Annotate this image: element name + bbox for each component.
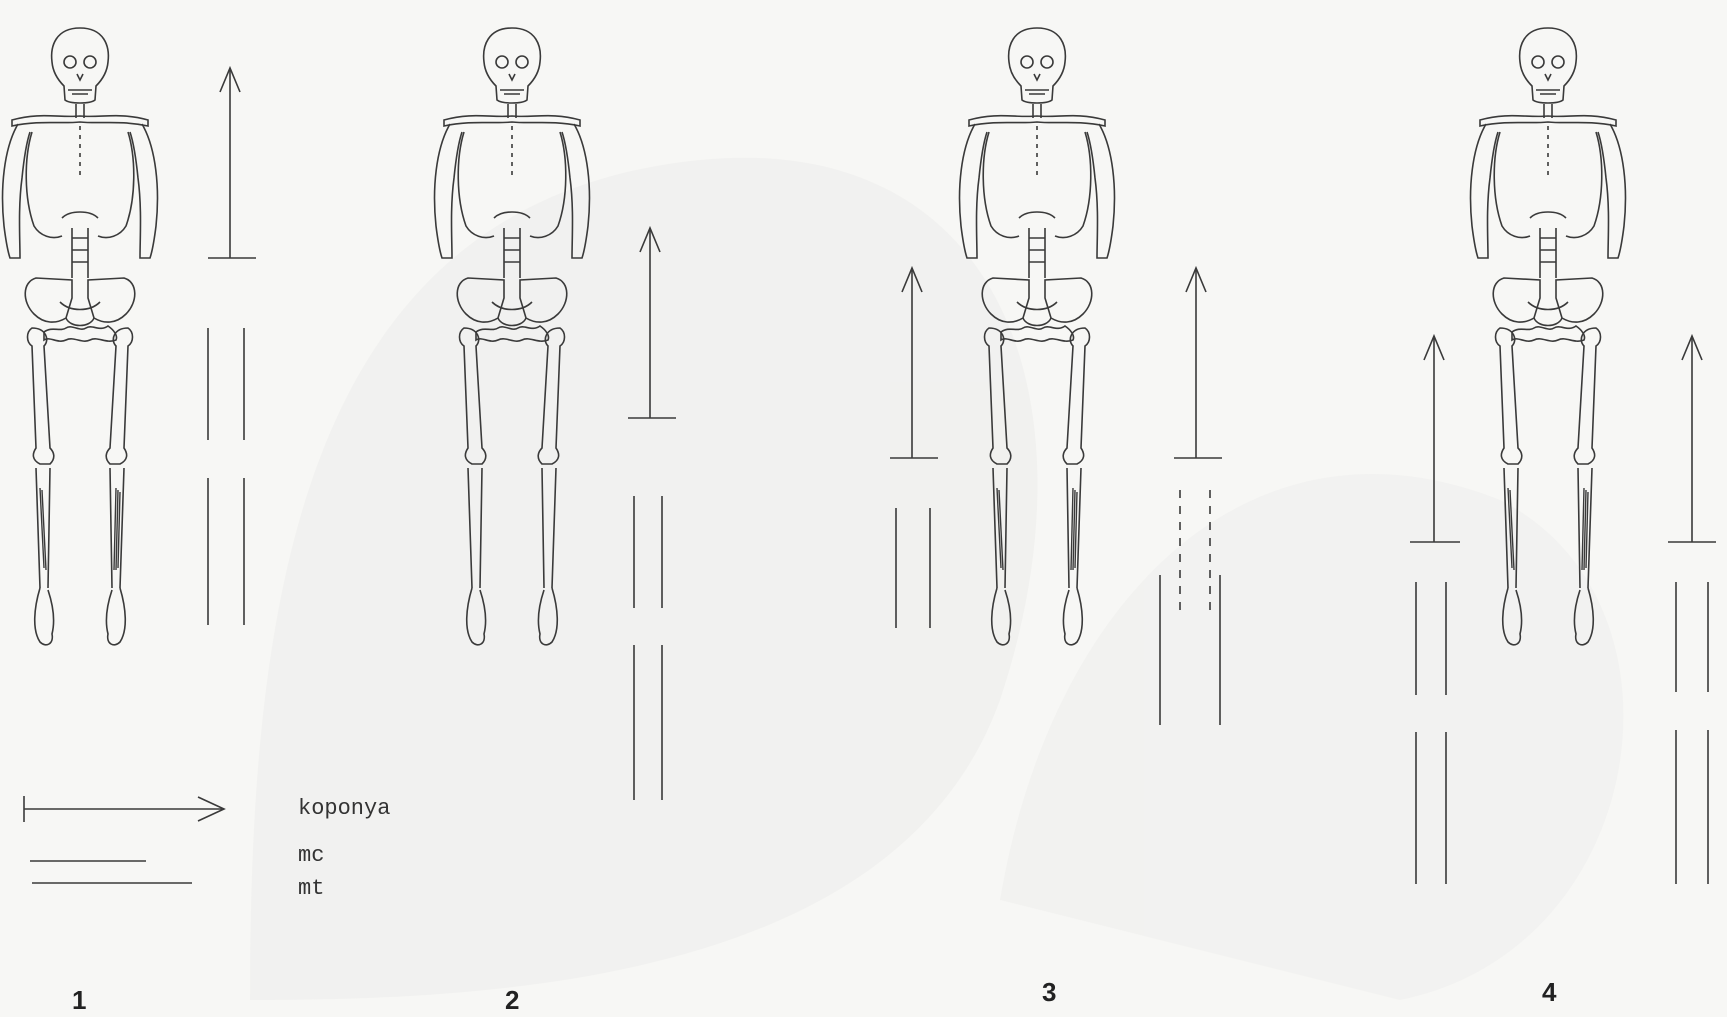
panel-number-2: 2 bbox=[505, 985, 519, 1016]
panel-number-1: 1 bbox=[72, 985, 86, 1016]
panel-1-leg-markings bbox=[40, 488, 120, 570]
legend-skull-label: koponya bbox=[298, 796, 390, 821]
panel-1-skeleton bbox=[3, 28, 158, 645]
watermark bbox=[250, 158, 1623, 1000]
panel-1-mc-lines bbox=[208, 328, 244, 625]
panel-1-skull-arrow bbox=[208, 68, 256, 258]
legend-mc-label: mc bbox=[298, 843, 324, 868]
panel-4-right-mc-mt-lines bbox=[1676, 582, 1708, 884]
panel-number-3: 3 bbox=[1042, 977, 1056, 1008]
legend-mt-label: mt bbox=[298, 876, 324, 901]
legend bbox=[24, 796, 224, 883]
legend-skull-arrow bbox=[24, 796, 224, 822]
panel-number-4: 4 bbox=[1542, 977, 1556, 1008]
panel-3-right-skull-arrow bbox=[1174, 268, 1222, 458]
panel-4-right-skull-arrow bbox=[1668, 336, 1716, 542]
